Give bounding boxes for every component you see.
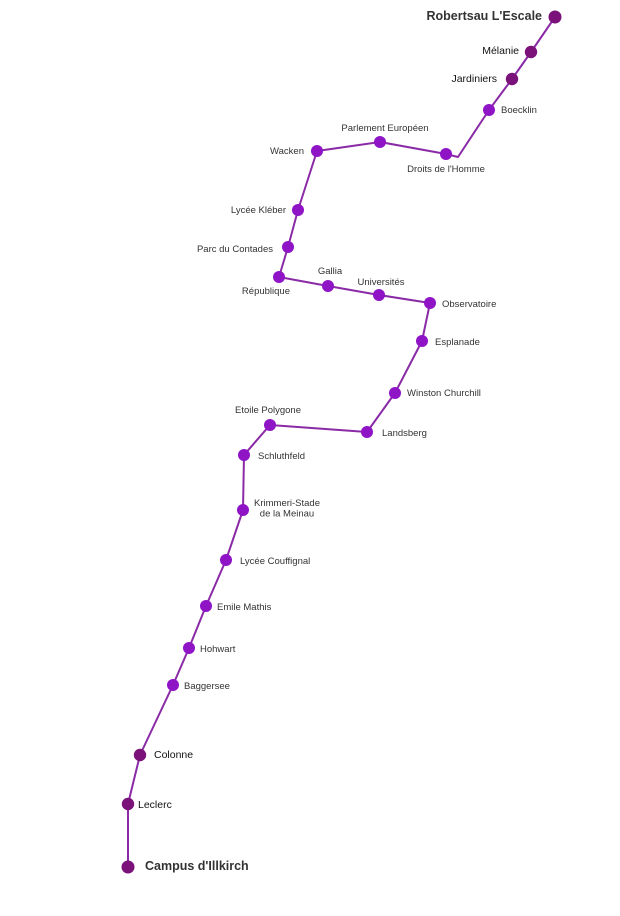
stop-label-colonne: Colonne [154, 749, 193, 761]
stop-label-line: de la Meinau [260, 509, 314, 520]
stop-label-observatoire: Observatoire [442, 299, 496, 310]
stop-marker-jardiniers[interactable] [505, 72, 519, 86]
stop-label-universites: Universités [358, 277, 405, 288]
stop-marker-wacken[interactable] [311, 145, 323, 157]
stop-marker-republique[interactable] [273, 271, 285, 283]
stop-label-lycee-kleber: Lycée Kléber [231, 205, 286, 216]
stop-label-schluthfeld: Schluthfeld [258, 451, 305, 462]
stop-marker-leclerc[interactable] [121, 797, 135, 811]
stop-marker-etoile-polygone[interactable] [264, 419, 276, 431]
stop-marker-parc-du-contades[interactable] [282, 241, 294, 253]
stop-label-melanie: Mélanie [482, 45, 519, 57]
stop-label-parc-du-contades: Parc du Contades [197, 244, 273, 255]
stop-marker-campus-dillkirch[interactable] [121, 860, 135, 874]
stops-layer [121, 10, 562, 874]
stop-marker-krimmeri-stade-de-la-meinau[interactable] [237, 504, 249, 516]
stop-label-wacken: Wacken [270, 146, 304, 157]
stop-label-droits-de-lhomme: Droits de l'Homme [407, 164, 485, 175]
stop-label-campus-dillkirch: Campus d'Illkirch [145, 859, 249, 873]
stop-label-hohwart: Hohwart [200, 644, 236, 655]
stop-marker-landsberg[interactable] [361, 426, 373, 438]
stop-marker-lycee-couffignal[interactable] [220, 554, 232, 566]
stop-label-jardiniers: Jardiniers [451, 73, 497, 85]
stop-marker-gallia[interactable] [322, 280, 334, 292]
stop-marker-boecklin[interactable] [483, 104, 495, 116]
stop-marker-melanie[interactable] [524, 45, 538, 59]
stop-marker-observatoire[interactable] [424, 297, 436, 309]
stop-marker-emile-mathis[interactable] [200, 600, 212, 612]
stop-label-leclerc: Leclerc [138, 799, 172, 811]
stop-marker-parlement-europeen[interactable] [374, 136, 386, 148]
stop-label-etoile-polygone: Etoile Polygone [235, 405, 301, 416]
stop-marker-schluthfeld[interactable] [238, 449, 250, 461]
stop-marker-droits-de-lhomme[interactable] [440, 148, 452, 160]
stop-marker-colonne[interactable] [133, 748, 147, 762]
stop-label-robertsau-lescale: Robertsau L'Escale [426, 9, 542, 23]
stop-label-line: Krimmeri-Stade [254, 498, 320, 509]
stop-label-lycee-couffignal: Lycée Couffignal [240, 556, 310, 567]
stop-label-esplanade: Esplanade [435, 337, 480, 348]
stop-marker-lycee-kleber[interactable] [292, 204, 304, 216]
stop-label-gallia: Gallia [318, 266, 343, 277]
stop-marker-baggersee[interactable] [167, 679, 179, 691]
labels-layer: Robertsau L'EscaleMélanieJardiniersBoeck… [138, 9, 542, 873]
stop-label-winston-churchill: Winston Churchill [407, 388, 481, 399]
stop-label-republique: République [242, 286, 290, 297]
stop-marker-hohwart[interactable] [183, 642, 195, 654]
stop-label-baggersee: Baggersee [184, 681, 230, 692]
stop-label-emile-mathis: Emile Mathis [217, 602, 272, 613]
stop-marker-universites[interactable] [373, 289, 385, 301]
stop-label-landsberg: Landsberg [382, 428, 427, 439]
stop-marker-esplanade[interactable] [416, 335, 428, 347]
stop-label-parlement-europeen: Parlement Européen [341, 123, 428, 134]
tram-line-route [127, 16, 556, 868]
stop-marker-winston-churchill[interactable] [389, 387, 401, 399]
stop-label-boecklin: Boecklin [501, 105, 537, 116]
stop-marker-robertsau-lescale[interactable] [548, 10, 562, 24]
